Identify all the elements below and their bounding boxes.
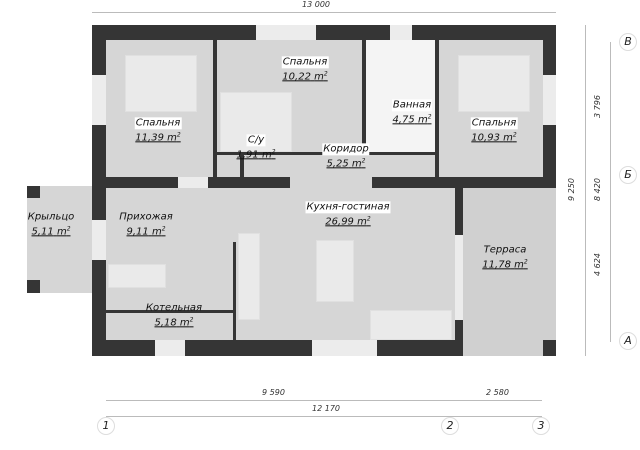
entrance-door [92,220,106,260]
dim-top: 13 000 [302,0,330,9]
dining-table [316,240,354,302]
window [92,75,106,125]
window [256,25,316,40]
room-label: Терраса 11,78 m2 [482,244,527,271]
window [543,75,556,125]
room-name: Спальня [134,117,182,130]
room-name: Ванная [391,99,433,112]
room-area: 5,18 m2 [154,316,194,329]
wall [233,242,236,340]
axis-marker: 2 [441,417,459,435]
dim-right-lower: 4 624 [592,253,602,276]
axis-marker: А [619,332,637,350]
room-name: Крыльцо [27,211,75,223]
room-name: С/у [246,134,266,147]
opening [290,177,372,188]
wall-bottom [92,340,463,356]
dim-bottom-left: 9 590 [262,388,285,397]
sofa [370,310,452,340]
dimension-line [106,416,542,417]
wall [106,310,236,313]
room-name: Коридор [322,143,370,156]
dim-right-upper: 3 796 [592,95,602,118]
room-area: 1,91 m2 [236,148,276,161]
dim-bottom-total: 12 170 [312,404,340,413]
room-name: Кухня-гостиная [305,201,391,214]
room-area: 9,11 m2 [126,225,166,238]
terrace-pillar [543,340,556,356]
kitchen-counter [238,233,260,320]
bed [220,92,292,152]
wardrobe [108,264,166,288]
dimension-line [106,400,542,401]
bed [125,55,197,112]
porch-pillar [27,186,40,198]
room-name: Спальня [281,56,329,69]
dim-right-mid: 8 420 [592,178,602,201]
window [155,340,185,356]
porch-pillar [27,280,40,293]
porch-floor [27,186,92,293]
axis-marker: В [619,33,637,51]
room-label: Крыльцо 5,11 m2 [27,211,76,238]
window [390,25,412,40]
wall [435,40,439,177]
dim-bottom-right: 2 580 [486,388,509,397]
wall [213,40,217,177]
room-area: 11,78 m2 [482,258,528,271]
door [178,177,208,188]
room-label: Прихожая 9,11 m2 [118,211,174,238]
bed [458,55,530,112]
axis-marker: 1 [97,417,115,435]
terrace-door [455,235,463,320]
room-area: 11,39 m2 [135,131,181,144]
terrace-floor [463,188,556,356]
room-area: 10,22 m2 [282,70,328,83]
room-name: Терраса [483,244,527,256]
room-area: 5,11 m2 [31,225,71,238]
wall-top [92,25,556,40]
room-name: Котельная [145,302,203,314]
room-area: 4,75 m2 [392,113,432,126]
dimension-line [585,25,586,356]
window [312,340,377,356]
room-area: 5,25 m2 [326,157,366,170]
wall [362,40,366,155]
bathroom-floor [366,40,435,152]
wall [240,155,244,177]
dimension-line [610,42,611,342]
room-area: 10,93 m2 [471,131,517,144]
room-name: Спальня [470,117,518,130]
dimension-line [92,12,556,13]
axis-marker: 3 [532,417,550,435]
axis-marker: Б [619,166,637,184]
room-name: Прихожая [119,211,173,223]
room-area: 26,99 m2 [325,215,371,228]
dim-right-total: 9 250 [566,178,576,201]
room-label: Котельная 5,18 m2 [145,302,203,329]
